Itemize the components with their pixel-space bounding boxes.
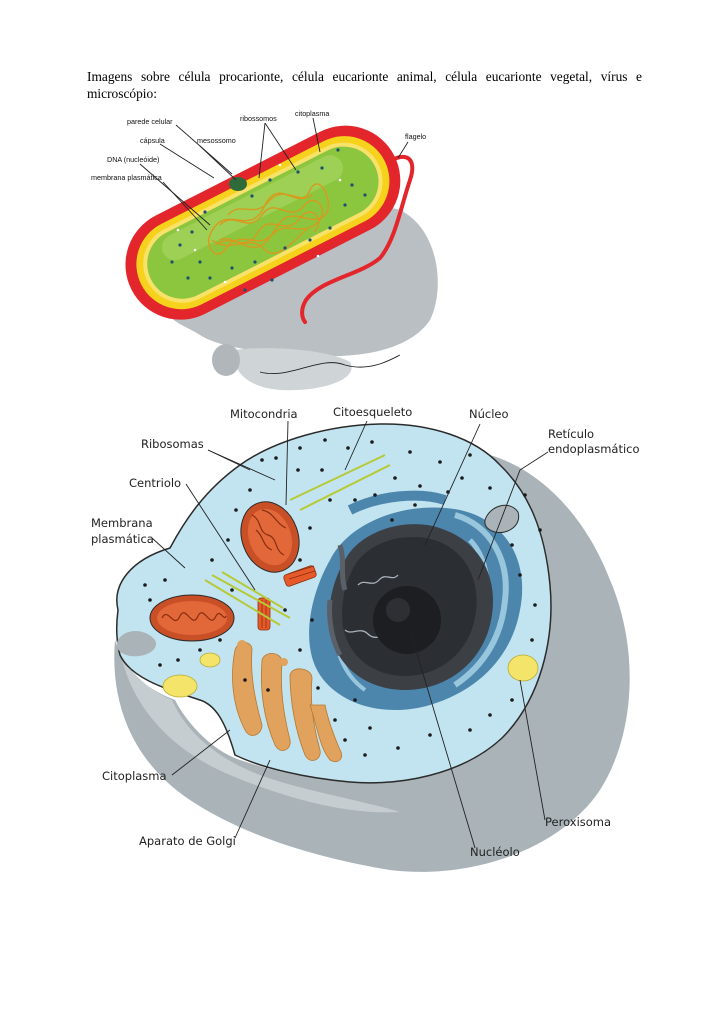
- mesosome: [229, 177, 247, 191]
- ribosome-dot: [523, 493, 527, 497]
- ribosome-dot: [533, 603, 537, 607]
- label-membrana-1: Membrana: [91, 516, 153, 530]
- ribosome-dot: [368, 726, 372, 730]
- label-nucleolo: Nucléolo: [470, 845, 520, 859]
- ribosome-dot: [320, 468, 324, 472]
- label-mesossomo: mesossomo: [197, 136, 236, 145]
- ribosome-dot: [393, 476, 397, 480]
- label-ribosomas: Ribosomas: [141, 437, 204, 451]
- label-centriolo: Centriolo: [129, 476, 181, 490]
- mitochondrion-top: [240, 501, 300, 573]
- label-parede-celular: parede celular: [127, 117, 173, 126]
- ribosome-dot: [298, 558, 302, 562]
- ribosome-dot: [226, 538, 230, 542]
- prokaryote-diagram: parede celular ribossomos citoplasma cáp…: [91, 109, 438, 391]
- ribosome-dot: [266, 688, 270, 692]
- ribosome-dot: [468, 453, 472, 457]
- ribosome-dot: [176, 658, 180, 662]
- ribosome-dot: [218, 638, 222, 642]
- label-membrana-2: plasmática: [91, 532, 154, 546]
- ribosome-dot: [163, 578, 167, 582]
- cell-shadow-light: [120, 650, 400, 813]
- ribosome-dot: [230, 588, 234, 592]
- label-citoplasma: Citoplasma: [102, 769, 167, 783]
- ribosome-dot: [316, 686, 320, 690]
- mitochondrion-left: [149, 594, 235, 642]
- ribosome-dot: [343, 738, 347, 742]
- cytoskeleton: [204, 454, 391, 626]
- ribosome-dot: [488, 486, 492, 490]
- ribosome-dot: [530, 638, 534, 642]
- ribosome-dot: [428, 733, 432, 737]
- dna-nucleoid: [208, 183, 329, 255]
- flagellum: [300, 154, 415, 324]
- prokaryote-shadow-2: [234, 348, 352, 391]
- label-citoesqueleto: Citoesqueleto: [333, 405, 412, 419]
- label-flagelo: flagelo: [405, 132, 426, 141]
- ribosome-dot: [510, 543, 514, 547]
- ribosome-dot: [298, 446, 302, 450]
- label-aparato-golgi: Aparato de Golgi: [139, 834, 236, 848]
- ribosome-dot: [510, 698, 514, 702]
- ribosome-dot: [468, 728, 472, 732]
- label-reticulo-1: Retículo: [548, 427, 594, 441]
- ribosome-dot: [296, 468, 300, 472]
- ribosome-dot: [283, 608, 287, 612]
- ribosome-dot: [274, 456, 278, 460]
- ribosome-dot: [248, 488, 252, 492]
- ribosome-dot: [438, 460, 442, 464]
- peroxisome-right: [507, 654, 539, 682]
- prokaryote-ribosomes: [170, 148, 367, 292]
- golgi-apparatus: [232, 640, 343, 763]
- ribosome-dot: [390, 518, 394, 522]
- label-ribossomos: ribossomos: [240, 114, 277, 123]
- ribosome-dot: [158, 663, 162, 667]
- ribosome-dot: [148, 598, 152, 602]
- label-nucleo: Núcleo: [469, 407, 509, 421]
- ribosome-dot: [353, 498, 357, 502]
- ribosome-dot: [413, 503, 417, 507]
- label-reticulo-2: endoplasmático: [548, 442, 640, 456]
- nucleolus: [373, 586, 441, 654]
- animal-cell-diagram: Mitocondria Citoesqueleto Núcleo Retícul…: [91, 405, 640, 872]
- label-mitocondria: Mitocondria: [230, 407, 298, 421]
- ribosome-dot: [408, 450, 412, 454]
- ribosome-dot: [198, 648, 202, 652]
- ribosome-dot: [260, 458, 264, 462]
- label-dna: DNA (nucleóide): [107, 155, 159, 164]
- cell-ribosomes: [143, 438, 542, 757]
- ribosome-dot: [396, 746, 400, 750]
- ribosome-dot: [538, 528, 542, 532]
- ribosome-dot: [298, 648, 302, 652]
- ribosome-dot: [373, 493, 377, 497]
- peroxisome-left: [162, 674, 198, 698]
- label-capsula: cápsula: [140, 136, 165, 145]
- ribosome-dot: [210, 558, 214, 562]
- cell-shadow: [114, 455, 630, 872]
- ribosome-dot: [346, 446, 350, 450]
- ribosome-dot: [418, 484, 422, 488]
- ribosome-dot: [234, 508, 238, 512]
- ribosome-dot: [333, 718, 337, 722]
- ribosome-dot: [310, 618, 314, 622]
- ribosome-dot: [353, 698, 357, 702]
- ribosome-dot: [243, 678, 247, 682]
- prokaryote-shadow-3: [212, 344, 240, 376]
- label-peroxisoma: Peroxisoma: [545, 815, 611, 829]
- ribosome-dot: [143, 583, 147, 587]
- ribosome-dot: [328, 498, 332, 502]
- ribosome-dot: [308, 526, 312, 530]
- ribosome-dot: [488, 713, 492, 717]
- label-membrana-pro: membrana plasmática: [91, 173, 162, 182]
- ribosome-dot: [323, 438, 327, 442]
- ribosome-dot: [370, 440, 374, 444]
- ribosome-dot: [518, 573, 522, 577]
- intro-text: Imagens sobre célula procarionte, célula…: [87, 69, 642, 101]
- label-citoplasma-pro: citoplasma: [295, 109, 329, 118]
- ribosome-dot: [363, 753, 367, 757]
- ribosome-dot: [460, 476, 464, 480]
